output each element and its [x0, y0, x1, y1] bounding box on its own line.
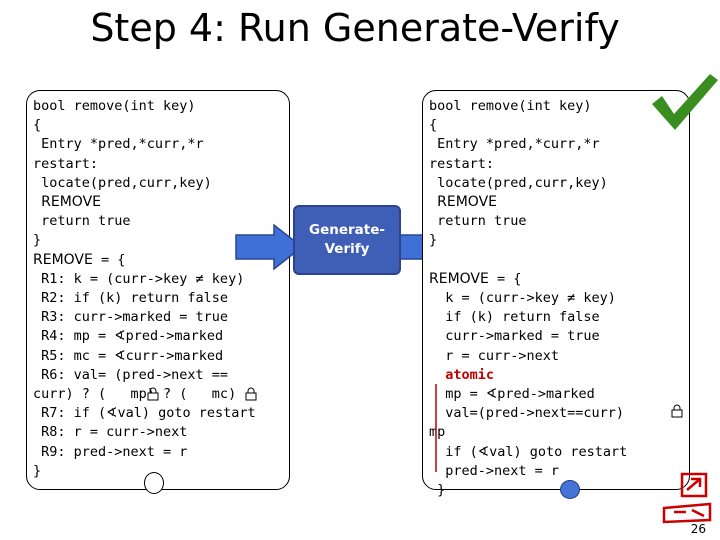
slide-title: Step 4: Run Generate-Verify [90, 6, 620, 50]
code-line: { [429, 117, 438, 134]
code-line: = { [488, 270, 522, 287]
red-figure-icon [662, 472, 712, 524]
atomic-bracket [435, 384, 437, 472]
code-line: } [33, 232, 42, 249]
code-line-r2: R2: if (k) return false [33, 290, 229, 307]
code-line: return true [33, 213, 131, 230]
right-code-panel: bool remove(int key) { Entry *pred,*curr… [422, 90, 690, 498]
code-line: } [429, 232, 438, 249]
lock-icon [147, 387, 159, 401]
code-line: } [429, 482, 446, 499]
remove-keyword: REMOVE [437, 194, 497, 211]
lock-icon [245, 387, 257, 401]
cursor-circle [144, 472, 164, 494]
atomic-keyword: atomic [445, 366, 495, 383]
code-line: r = curr->next [429, 347, 560, 364]
gv-label-line1: Generate- [309, 222, 385, 238]
code-line: bool remove(int key) [33, 98, 196, 114]
code-line: restart: [429, 155, 495, 172]
code-line-r3: R3: curr->marked = true [33, 309, 229, 326]
code-line-r5: R5: mc = ∢curr->marked [33, 347, 224, 364]
code-line: return true [429, 213, 527, 230]
left-code-panel: bool remove(int key) { Entry *pred,*curr… [26, 90, 290, 490]
right-arrow-icon [235, 223, 304, 271]
code-line: locate(pred,curr,key) [33, 174, 212, 191]
code-line: locate(pred,curr,key) [429, 174, 608, 191]
right-code-block: bool remove(int key) { Entry *pred,*curr… [429, 97, 627, 500]
code-line: restart: [33, 155, 99, 172]
code-line: k = (curr->key ≠ key) [429, 290, 616, 307]
code-line: mp [429, 424, 446, 441]
code-line-r9: R9: pred->next = r [33, 443, 188, 460]
checkmark-icon [652, 74, 718, 130]
code-line: bool remove(int key) [429, 98, 592, 114]
generate-verify-box: Generate- Verify [293, 205, 401, 275]
cursor-circle [560, 480, 580, 499]
code-line-r7: R7: if (∢val) goto restart [33, 405, 256, 422]
code-line: Entry *pred,*curr,*r [429, 136, 600, 153]
code-line-r8: R8: r = curr->next [33, 424, 188, 441]
code-line-r1: R1: k = (curr->key ≠ key) [33, 270, 245, 287]
lock-icon [671, 404, 683, 418]
gv-label-line2: Verify [324, 241, 370, 257]
code-line: { [33, 117, 42, 134]
code-line: if (∢val) goto restart [429, 443, 628, 460]
code-line: if (k) return false [429, 309, 600, 326]
code-line: curr->marked = true [429, 328, 600, 345]
code-line-r6b: curr) ? ( mp) ? ( mc) [33, 386, 237, 403]
page-number: 26 [690, 522, 706, 536]
code-line: Entry *pred,*curr,*r [33, 136, 204, 153]
remove-keyword: REMOVE [41, 194, 101, 211]
code-line: } [33, 462, 42, 479]
code-line-r4: R4: mp = ∢pred->marked [33, 328, 224, 345]
code-line: = { [92, 251, 126, 268]
code-line: mp = ∢pred->marked [429, 386, 595, 403]
code-line-r6a: R6: val= (pred->next == [33, 366, 229, 383]
left-code-block: bool remove(int key) { Entry *pred,*curr… [33, 97, 256, 481]
remove-keyword: REMOVE [429, 270, 489, 287]
code-line: val=(pred->next==curr) [429, 405, 625, 422]
code-line: pred->next = r [429, 462, 560, 479]
remove-keyword: REMOVE [33, 251, 93, 268]
